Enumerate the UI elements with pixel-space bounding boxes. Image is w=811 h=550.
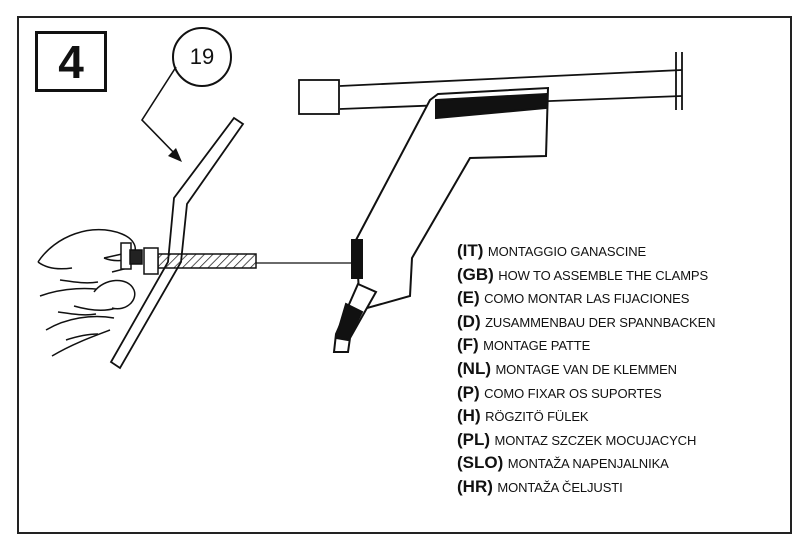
legend-caption: COMO FIXAR OS SUPORTES	[484, 385, 662, 401]
legend-language-code: (D)	[457, 311, 481, 331]
legend-caption: MONTAZ SZCZEK MOCUJACYCH	[494, 432, 697, 448]
legend-language-code: (SLO)	[457, 453, 504, 473]
legend-language-code: (GB)	[457, 264, 494, 284]
legend-item: (H) RÖGZITÖ FÜLEK	[457, 404, 715, 428]
clamp-arm	[332, 86, 550, 353]
legend-language-code: (F)	[457, 335, 479, 355]
part-callout-label: 19	[189, 44, 215, 69]
language-legend: (IT) MONTAGGIO GANASCINE(GB) HOW TO ASSE…	[457, 239, 716, 499]
legend-caption: MONTAŽA NAPENJALNIKA	[507, 456, 669, 472]
step-number: 4	[35, 31, 107, 92]
callout-19-marker	[140, 27, 232, 162]
legend-caption: ZUSAMMENBAU DER SPANNBACKEN	[485, 314, 716, 330]
legend-caption: MONTAŽA ČELJUSTI	[497, 479, 623, 495]
legend-language-code: (NL)	[457, 358, 491, 378]
legend-item: (PL) MONTAZ SZCZEK MOCUJACYCH	[457, 428, 715, 452]
clamp-bracket	[109, 116, 245, 370]
legend-item: (SLO) MONTAŽA NAPENJALNIKA	[457, 451, 715, 475]
legend-language-code: (IT)	[457, 241, 484, 260]
legend-language-code: (H)	[457, 406, 481, 426]
hand-illustration	[37, 228, 143, 357]
legend-item: (P) COMO FIXAR OS SUPORTES	[457, 381, 715, 405]
legend-item: (D) ZUSAMMENBAU DER SPANNBACKEN	[457, 310, 716, 334]
legend-language-code: (E)	[457, 288, 480, 308]
legend-language-code: (PL)	[457, 429, 491, 449]
legend-language-code: (HR)	[457, 476, 493, 496]
threaded-bolt	[143, 247, 257, 275]
legend-item: (GB) HOW TO ASSEMBLE THE CLAMPS	[457, 263, 715, 287]
legend-caption: MONTAGE VAN DE KLEMMEN	[495, 361, 677, 377]
legend-caption: MONTAGE PATTE	[483, 338, 591, 354]
legend-caption: RÖGZITÖ FÜLEK	[485, 409, 589, 425]
legend-item: (NL) MONTAGE VAN DE KLEMMEN	[457, 357, 715, 381]
legend-item: (F) MONTAGE PATTE	[457, 333, 715, 357]
legend-item: (E) COMO MONTAR LAS FIJACIONES	[457, 286, 715, 310]
legend-caption: HOW TO ASSEMBLE THE CLAMPS	[498, 267, 709, 283]
legend-caption: COMO MONTAR LAS FIJACIONES	[484, 291, 690, 307]
legend-item: (HR) MONTAŽA ČELJUSTI	[457, 475, 715, 499]
legend-caption: MONTAGGIO GANASCINE	[487, 244, 647, 259]
legend-language-code: (P)	[457, 382, 480, 402]
support-rods	[298, 52, 683, 115]
legend-item: (IT) MONTAGGIO GANASCINE	[457, 239, 715, 263]
